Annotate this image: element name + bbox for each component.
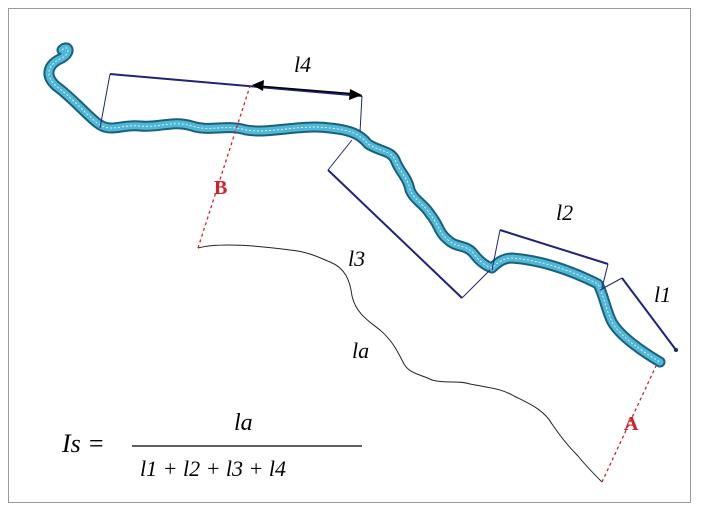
label-la: la — [352, 338, 369, 363]
double-headed-arrow-icon — [252, 80, 362, 100]
river-centerline — [48, 47, 661, 363]
label-l2: l2 — [556, 200, 573, 225]
formula-lhs: Is = — [61, 429, 105, 458]
segment-l3 — [327, 139, 491, 299]
label-l3: l3 — [348, 246, 365, 271]
marker-b-line — [197, 85, 251, 249]
valley-line-la — [197, 244, 603, 483]
formula-denominator: l1 + l2 + l3 + l4 — [140, 456, 286, 481]
segment-l2 — [491, 229, 609, 289]
sinuosity-formula: Is = la l1 + l2 + l3 + l4 — [61, 410, 362, 481]
diagram-frame — [8, 8, 691, 503]
formula-numerator: la — [234, 410, 253, 436]
label-point-b: B — [214, 177, 227, 199]
segment-l1 — [599, 277, 678, 352]
label-point-a: A — [624, 413, 639, 435]
label-l1: l1 — [654, 282, 671, 307]
label-l4: l4 — [294, 52, 311, 77]
segment-l4 — [99, 73, 363, 133]
